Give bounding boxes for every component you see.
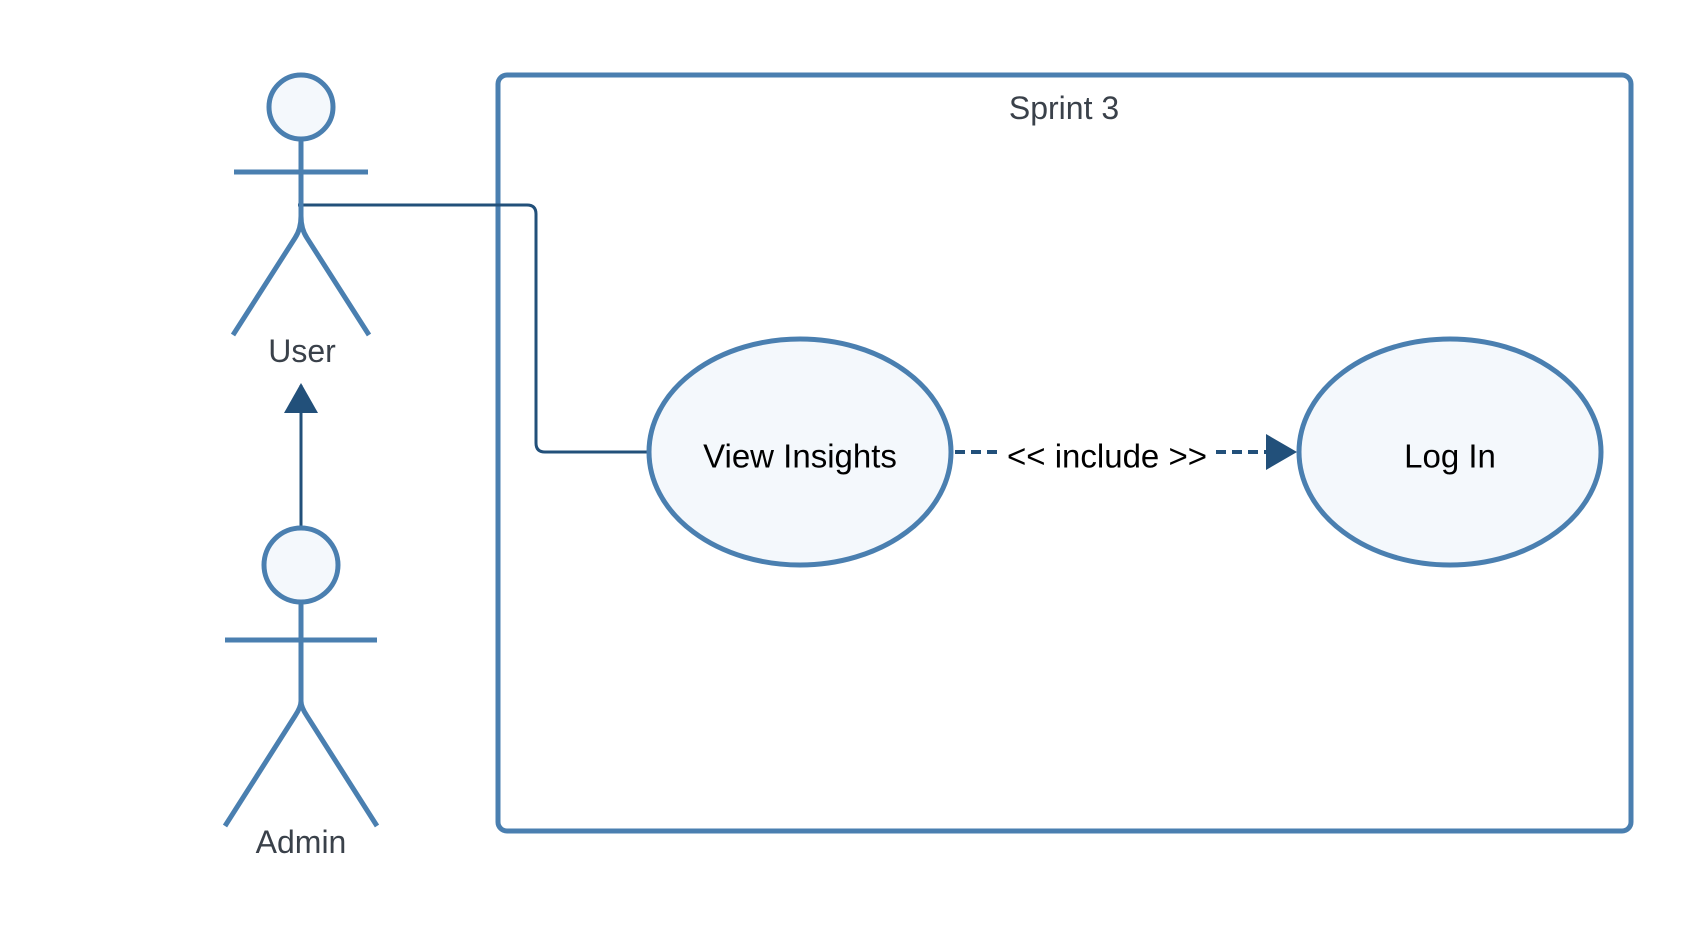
system-boundary[interactable]: Sprint 3 [495,72,1634,834]
include-arrowhead [1266,434,1297,470]
generalization-arrowhead [284,383,318,413]
actor-admin-legs [222,700,380,828]
actor-user-label: User [268,333,336,369]
use-case-view-insights-label: View Insights [703,438,897,475]
boundary-frame [495,72,1634,834]
actor-user-head [266,72,336,142]
use-case-view-insights-shape [646,336,954,568]
use-case-log-in[interactable]: Log In [1296,336,1604,568]
use-case-view-insights[interactable]: View Insights [646,336,954,568]
association-line[interactable] [298,203,648,454]
actor-user[interactable]: User [230,72,372,369]
use-case-log-in-label: Log In [1404,438,1496,475]
actor-admin-head [261,525,341,605]
boundary-title: Sprint 3 [1009,90,1119,126]
actor-user-legs [230,215,372,337]
actor-admin-label: Admin [256,824,347,860]
include-relationship[interactable]: << include >> [955,434,1297,475]
use-case-log-in-shape [1296,336,1604,568]
actor-admin[interactable]: Admin [222,525,380,860]
include-label: << include >> [1007,438,1207,475]
